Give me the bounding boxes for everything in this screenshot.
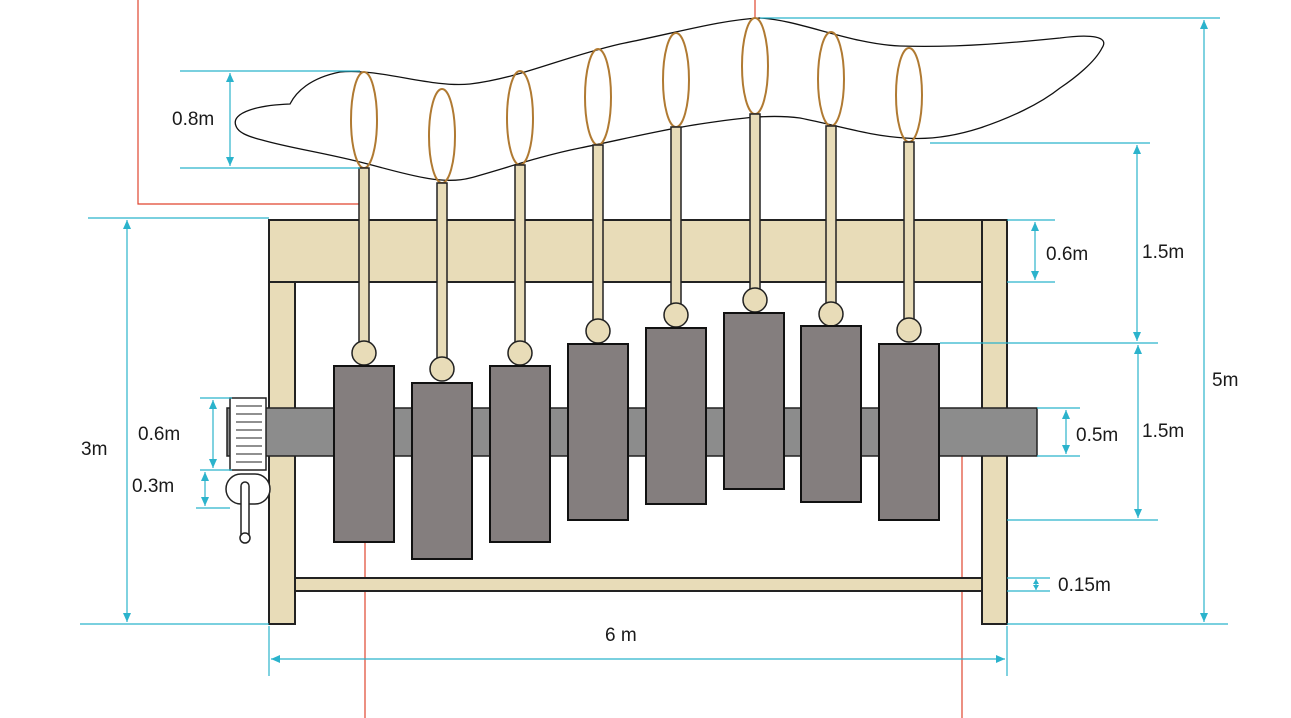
gear-icon	[229, 397, 267, 471]
rod-2	[436, 182, 448, 360]
rod-ball-1	[351, 340, 377, 366]
dimension-lines	[80, 17, 1228, 676]
top-beam	[268, 219, 1008, 283]
rod-ball-4	[585, 318, 611, 344]
label-head-height: 0.8m	[172, 109, 214, 130]
label-top-beam: 0.6m	[1046, 244, 1088, 265]
label-gear-height: 0.6m	[138, 424, 180, 445]
bottom-bar	[294, 577, 983, 592]
rod-ball-5	[663, 302, 689, 328]
ring-6	[741, 17, 769, 115]
push-rods	[351, 113, 922, 382]
cam-1	[333, 365, 395, 543]
handle-knob	[239, 532, 251, 544]
cam-2	[411, 382, 473, 560]
rod-1	[358, 167, 370, 345]
rod-8	[903, 141, 915, 321]
cam-7	[800, 325, 862, 503]
dimension-arrows	[123, 20, 1208, 663]
rod-6	[749, 113, 761, 291]
ring-3	[506, 70, 534, 166]
ring-1	[350, 71, 378, 169]
label-rod-lower: 1.5m	[1142, 421, 1184, 442]
label-total-height: 3m	[81, 439, 107, 460]
ring-8	[895, 47, 923, 143]
cam-5	[645, 327, 707, 505]
rod-ball-2	[429, 356, 455, 382]
crank-assembly	[225, 397, 271, 544]
rod-5	[670, 126, 682, 306]
cam-4	[567, 343, 629, 521]
ring-5	[662, 32, 690, 128]
cams	[333, 312, 940, 560]
dimension-labels: 0.8m 3m 0.6m 0.3m 0.6m 1.5m 0.5m 1.5m 5m…	[81, 109, 1238, 646]
rod-4	[592, 144, 604, 322]
serpent-outline	[234, 17, 1105, 181]
ring-2	[428, 88, 456, 184]
gear-teeth	[236, 405, 262, 463]
crank-handle-icon	[240, 481, 250, 539]
label-overall-height: 5m	[1212, 370, 1238, 391]
label-shaft-height: 0.5m	[1076, 425, 1118, 446]
ring-7	[817, 31, 845, 127]
label-handle-offset: 0.3m	[132, 476, 174, 497]
cam-3	[489, 365, 551, 543]
rod-3	[514, 164, 526, 344]
cam-6	[723, 312, 785, 490]
red-guide-left	[137, 0, 360, 205]
label-width: 6 m	[605, 625, 637, 646]
ring-4	[584, 48, 612, 146]
label-rod-upper: 1.5m	[1142, 242, 1184, 263]
serpent-body	[234, 17, 1105, 184]
rod-ball-8	[896, 317, 922, 343]
rod-ball-7	[818, 301, 844, 327]
label-bottom-bar: 0.15m	[1058, 575, 1111, 596]
cam-8	[878, 343, 940, 521]
rod-7	[825, 125, 837, 305]
rod-ball-3	[507, 340, 533, 366]
frame	[268, 219, 1008, 625]
rod-ball-6	[742, 287, 768, 313]
